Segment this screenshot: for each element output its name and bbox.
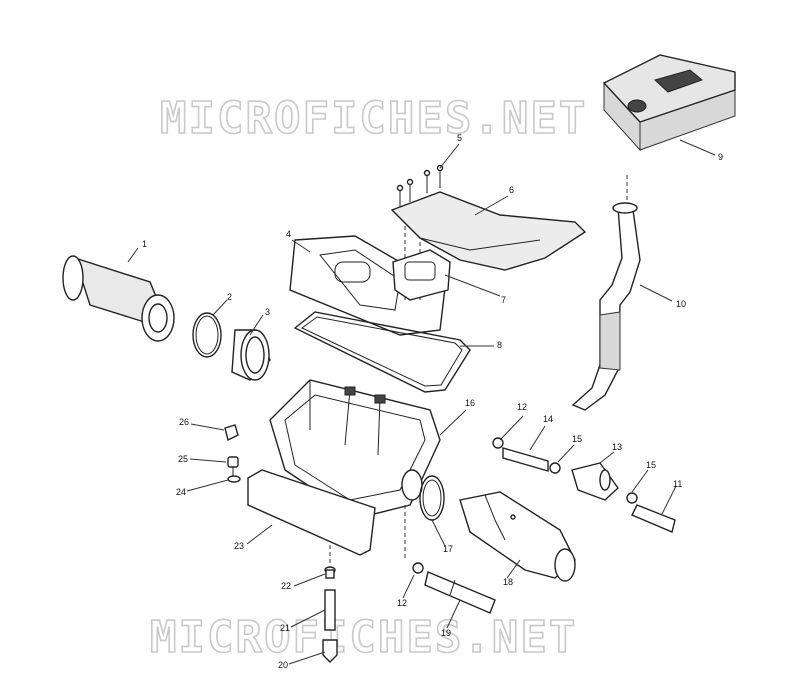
part-19-drain-hose: [424, 571, 496, 614]
part-14-hose: [502, 447, 549, 472]
callout-6: 6: [509, 185, 514, 195]
callout-26: 26: [179, 417, 189, 427]
callout-12-lower: 12: [397, 598, 407, 608]
callout-1: 1: [142, 239, 147, 249]
part-26-clip: [224, 424, 239, 442]
callout-5: 5: [457, 133, 462, 143]
part-12-clamp-lower: [412, 562, 424, 574]
callout-8: 8: [497, 340, 502, 350]
callout-24: 24: [176, 487, 186, 497]
part-23-cover: [247, 469, 376, 556]
callout-20: 20: [278, 660, 288, 670]
callout-21: 21: [280, 623, 290, 633]
callout-15-right: 15: [646, 460, 656, 470]
callout-14: 14: [543, 414, 553, 424]
callout-4: 4: [286, 229, 291, 239]
part-1-filter: [62, 255, 175, 342]
callout-labels: 1 2 3 4 5 6 7 8 9 10 11 12 12 13 14 15 1…: [142, 133, 723, 670]
callout-7: 7: [501, 295, 506, 305]
part-3-adapter: [231, 329, 271, 381]
part-11-tube: [631, 504, 676, 533]
callout-11: 11: [673, 479, 682, 489]
part-8-gasket: [293, 311, 471, 393]
part-2-clamp: [192, 312, 222, 358]
part-16-airbox: [269, 379, 441, 516]
part-18-boot: [459, 491, 576, 582]
part-17-oring: [419, 475, 445, 521]
callout-10: 10: [676, 299, 686, 309]
callout-15-left: 15: [572, 434, 582, 444]
callout-2: 2: [227, 292, 232, 302]
watermark-top: MICROFICHES.NET: [160, 93, 587, 144]
callout-23: 23: [234, 541, 244, 551]
part-15-clamp-left: [549, 462, 561, 474]
callout-17: 17: [443, 544, 453, 554]
part-21-drain-tube: [324, 589, 336, 631]
callout-13: 13: [612, 442, 622, 452]
part-4-lid: [289, 235, 446, 336]
callout-19: 19: [441, 628, 451, 638]
part-12-clamp-upper: [492, 437, 504, 449]
part-10-intake-tube: [571, 202, 641, 411]
part-9-foam-block: [602, 54, 736, 152]
callout-16: 16: [465, 398, 475, 408]
part-24-washer: [227, 475, 241, 483]
callout-22: 22: [281, 581, 291, 591]
callout-18: 18: [503, 577, 513, 587]
part-22-cap: [324, 566, 336, 579]
callout-12-upper: 12: [517, 402, 527, 412]
callout-3: 3: [265, 307, 270, 317]
leader-lines: [127, 139, 716, 665]
watermark-bottom: MICROFICHES.NET: [150, 612, 577, 663]
part-13-fitting: [571, 462, 619, 501]
callout-25: 25: [178, 454, 188, 464]
callout-9: 9: [718, 152, 723, 162]
part-6-duct: [390, 191, 587, 271]
part-25-bolt: [227, 456, 239, 476]
part-15-clamp-right: [626, 492, 638, 504]
part-7-insert: [392, 249, 451, 301]
